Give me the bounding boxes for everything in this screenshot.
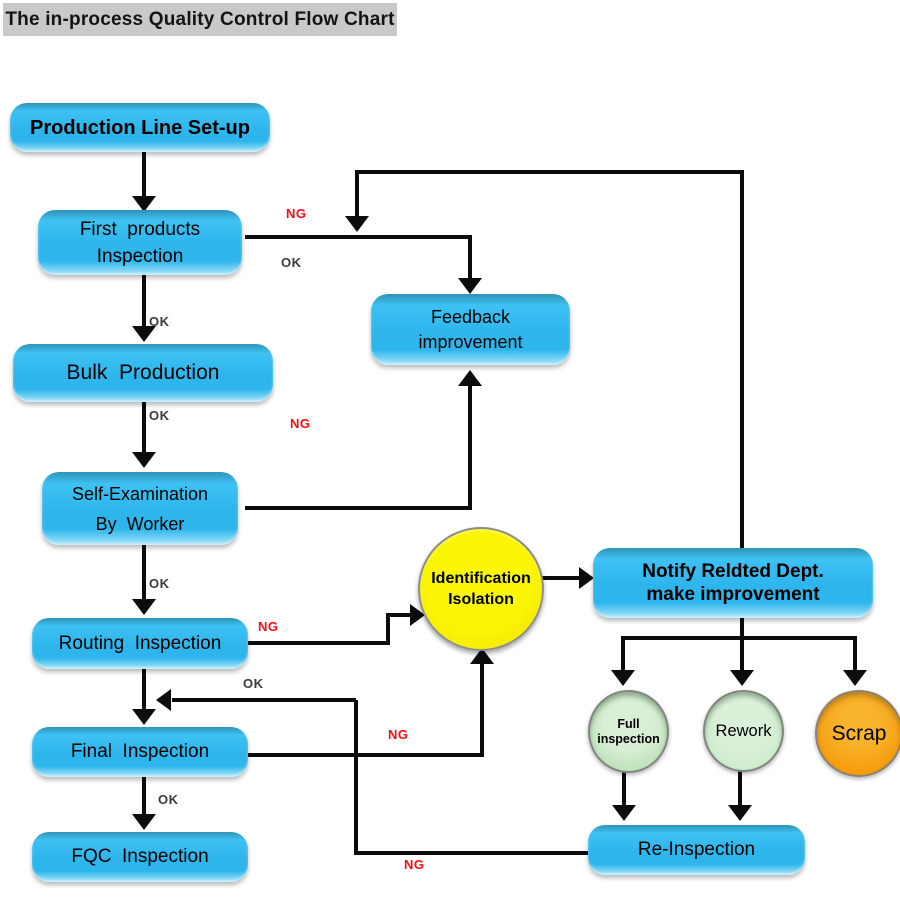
node-label-line2: Inspection xyxy=(96,245,184,267)
arrowhead-into-notify xyxy=(579,567,594,589)
node-label: Bulk Production xyxy=(66,361,220,384)
edge-label-self-ng: NG xyxy=(290,416,311,431)
edge-label-reinspection-ng: NG xyxy=(404,857,425,872)
node-rework: Rework xyxy=(703,690,784,772)
node-label-line2: Isolation xyxy=(448,591,514,608)
arrow-notify-loop-right-vertical xyxy=(740,170,744,548)
node-label-line1: Full xyxy=(617,716,640,731)
edge-label-self-ok: OK xyxy=(149,576,170,591)
node-label-line2: inspection xyxy=(597,731,660,746)
node-label: Production Line Set-up xyxy=(30,116,250,139)
edge-label-reinspection-ok: OK xyxy=(243,676,264,691)
arrow-reinspection-ng-vertical xyxy=(354,700,358,855)
arrow-split-to-full xyxy=(621,640,625,672)
arrowhead-production-to-first xyxy=(132,196,156,212)
arrowhead-reinspection-return xyxy=(156,689,171,711)
arrow-selfexam-to-routing xyxy=(142,545,146,601)
arrow-final-ng-vertical xyxy=(480,663,484,757)
edge-label-first-ng: NG xyxy=(286,206,307,221)
arrowhead-bulk-to-selfexam xyxy=(132,452,156,468)
node-routing-inspection: Routing Inspection xyxy=(32,618,248,669)
arrowhead-into-identification-bottom xyxy=(470,648,494,664)
edge-label-final-ok: OK xyxy=(158,792,179,807)
arrow-first-ng-horizontal xyxy=(245,235,472,239)
arrow-identification-to-notify xyxy=(540,576,580,580)
arrowhead-routing-to-final xyxy=(132,709,156,725)
node-label-line1: Feedback xyxy=(430,306,511,327)
arrow-final-ng-horizontal xyxy=(248,753,484,757)
node-label: Final Inspection xyxy=(70,741,210,762)
arrow-selfexam-ng-horizontal xyxy=(245,506,472,510)
arrowhead-rework-to-reinspection xyxy=(728,805,752,821)
arrow-first-to-bulk xyxy=(142,275,146,328)
arrow-first-ng-vertical xyxy=(468,237,472,280)
node-re-inspection: Re-Inspection xyxy=(588,825,805,875)
arrowhead-selfexam-to-routing xyxy=(132,599,156,615)
arrow-routing-to-final xyxy=(142,669,146,711)
node-label: FQC Inspection xyxy=(71,846,209,867)
arrow-routing-ng-vertical xyxy=(386,613,390,645)
node-first-products-inspection: First products Inspection xyxy=(38,210,242,275)
arrow-routing-ng-horizontal xyxy=(248,641,390,645)
page-title: The in-process Quality Control Flow Char… xyxy=(3,3,397,36)
arrow-notify-loop-left-vertical xyxy=(355,170,359,218)
edge-label-first-down-ok: OK xyxy=(149,314,170,329)
arrowhead-final-to-fqc xyxy=(132,814,156,830)
node-scrap: Scrap xyxy=(815,690,900,777)
node-identification-isolation: Identification Isolation xyxy=(418,527,544,651)
node-label: Re-Inspection xyxy=(637,839,756,860)
node-label-line2: make improvement xyxy=(646,584,820,605)
arrow-full-to-reinspection xyxy=(622,771,626,807)
edge-label-final-ng: NG xyxy=(388,727,409,742)
node-label: Routing Inspection xyxy=(58,632,222,654)
arrow-notify-down-stub xyxy=(740,618,744,640)
node-label-line2: By Worker xyxy=(95,513,185,534)
node-label-line1: Notify Reldted Dept. xyxy=(642,561,824,582)
node-label: Rework xyxy=(715,721,772,740)
arrowhead-into-rework xyxy=(730,670,754,686)
node-final-inspection: Final Inspection xyxy=(32,727,248,777)
edge-label-first-ok: OK xyxy=(281,255,302,270)
arrow-notify-loop-top-horizontal xyxy=(355,170,744,174)
node-fqc-inspection: FQC Inspection xyxy=(32,832,248,882)
node-self-examination: Self-Examination By Worker xyxy=(42,472,238,545)
arrowhead-into-full-inspection xyxy=(611,670,635,686)
arrowhead-into-feedback-top xyxy=(458,278,482,294)
arrowhead-first-to-bulk xyxy=(132,326,156,342)
arrow-selfexam-ng-vertical xyxy=(468,386,472,508)
arrow-final-to-fqc xyxy=(142,777,146,816)
node-notify-related-dept: Notify Reldted Dept. make improvement xyxy=(593,548,873,618)
node-label-line1: First products xyxy=(79,218,201,240)
arrow-bulk-to-selfexam xyxy=(142,402,146,454)
arrowhead-into-scrap xyxy=(843,670,867,686)
arrow-production-to-first xyxy=(142,152,146,198)
arrow-reinspection-ng-top xyxy=(172,698,356,702)
node-label-line2: improvement xyxy=(418,331,523,352)
node-feedback-improvement: Feedback improvement xyxy=(371,294,570,365)
arrowhead-into-feedback-bottom xyxy=(458,370,482,386)
arrow-routing-ng-elbow xyxy=(386,613,412,617)
arrow-reinspection-ng-bottom xyxy=(356,851,588,855)
arrow-split-horizontal xyxy=(621,636,857,640)
node-label-line1: Self-Examination xyxy=(71,483,209,504)
arrow-rework-to-reinspection xyxy=(738,771,742,807)
edge-label-bulk-ok: OK xyxy=(149,408,170,423)
node-label-line1: Identification xyxy=(431,570,531,587)
edge-label-routing-ng: NG xyxy=(258,619,279,634)
node-full-inspection: Full inspection xyxy=(588,690,669,773)
arrowhead-notify-loop xyxy=(345,216,369,232)
node-bulk-production: Bulk Production xyxy=(13,344,273,402)
node-production-line-setup: Production Line Set-up xyxy=(10,103,270,152)
arrow-split-to-scrap xyxy=(853,640,857,672)
arrowhead-full-to-reinspection xyxy=(612,805,636,821)
node-label: Scrap xyxy=(831,721,887,745)
arrow-split-to-rework xyxy=(740,640,744,672)
